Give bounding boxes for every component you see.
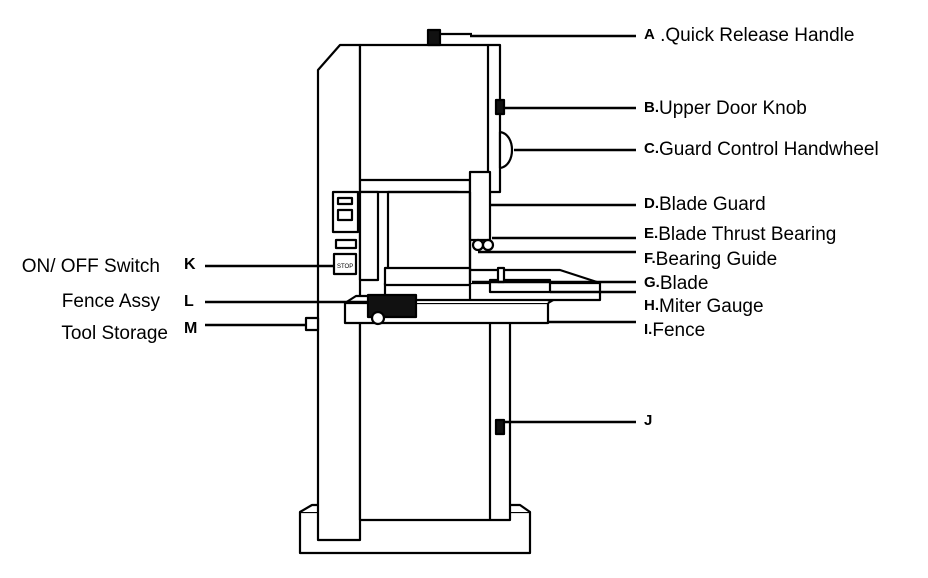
callout-c: C.Guard Control Handwheel [644,138,879,161]
switch-label: STOP [337,264,353,270]
callout-f: F.Bearing Guide [644,248,777,271]
blade-guard [468,170,492,242]
callout-key: H. [644,297,659,314]
tool-storage [304,316,320,332]
callout-k-key: K [184,256,196,273]
callout-text: Upper Door Knob [659,98,807,119]
lower-door-knob [494,418,506,436]
callout-i: I.Fence [644,319,705,342]
callout-key: J [644,412,653,429]
upper-housing [358,43,502,194]
callout-text: Fence [652,320,706,341]
callout-text: Guard Control Handwheel [659,139,879,160]
callout-key: E. [644,225,659,242]
callout-text: Blade Guard [659,194,766,215]
callout-m-text: Tool Storage [61,323,168,344]
callout-j: J [644,410,652,433]
quick-release-handle [426,28,442,47]
callout-b: B.Upper Door Knob [644,97,807,120]
callout-key: F. [644,250,656,267]
upper-door-knob [494,98,506,116]
lower-cabinet [358,318,512,522]
callout-key: C. [644,140,659,157]
callout-a: A .Quick Release Handle [644,24,854,47]
fence-body [383,266,472,287]
callout-m-key: M [184,320,198,337]
callout-g: G.Blade [644,272,708,295]
callout-key: I. [644,321,653,338]
callout-h: H.Miter Gauge [644,295,764,318]
callout-key: G. [644,274,660,291]
callout-text: Blade [659,273,709,294]
callout-text: .Quick Release Handle [654,25,855,46]
callout-l-key: L [184,293,194,310]
callout-e: E.Blade Thrust Bearing [644,223,836,246]
callout-d: D.Blade Guard [644,193,766,216]
callout-l-text: Fence Assy [61,291,160,312]
callout-key: A [644,26,655,43]
callout-text: Bearing Guide [655,249,778,270]
callout-text: Miter Gauge [659,296,764,317]
callout-k-text: ON/ OFF Switch [21,256,160,277]
callout-key: D. [644,195,659,212]
callout-key: B. [644,99,659,116]
column-side [316,43,362,542]
on-off-switch [332,252,358,276]
callout-text: Blade Thrust Bearing [658,224,837,245]
guard-handwheel [498,130,513,170]
